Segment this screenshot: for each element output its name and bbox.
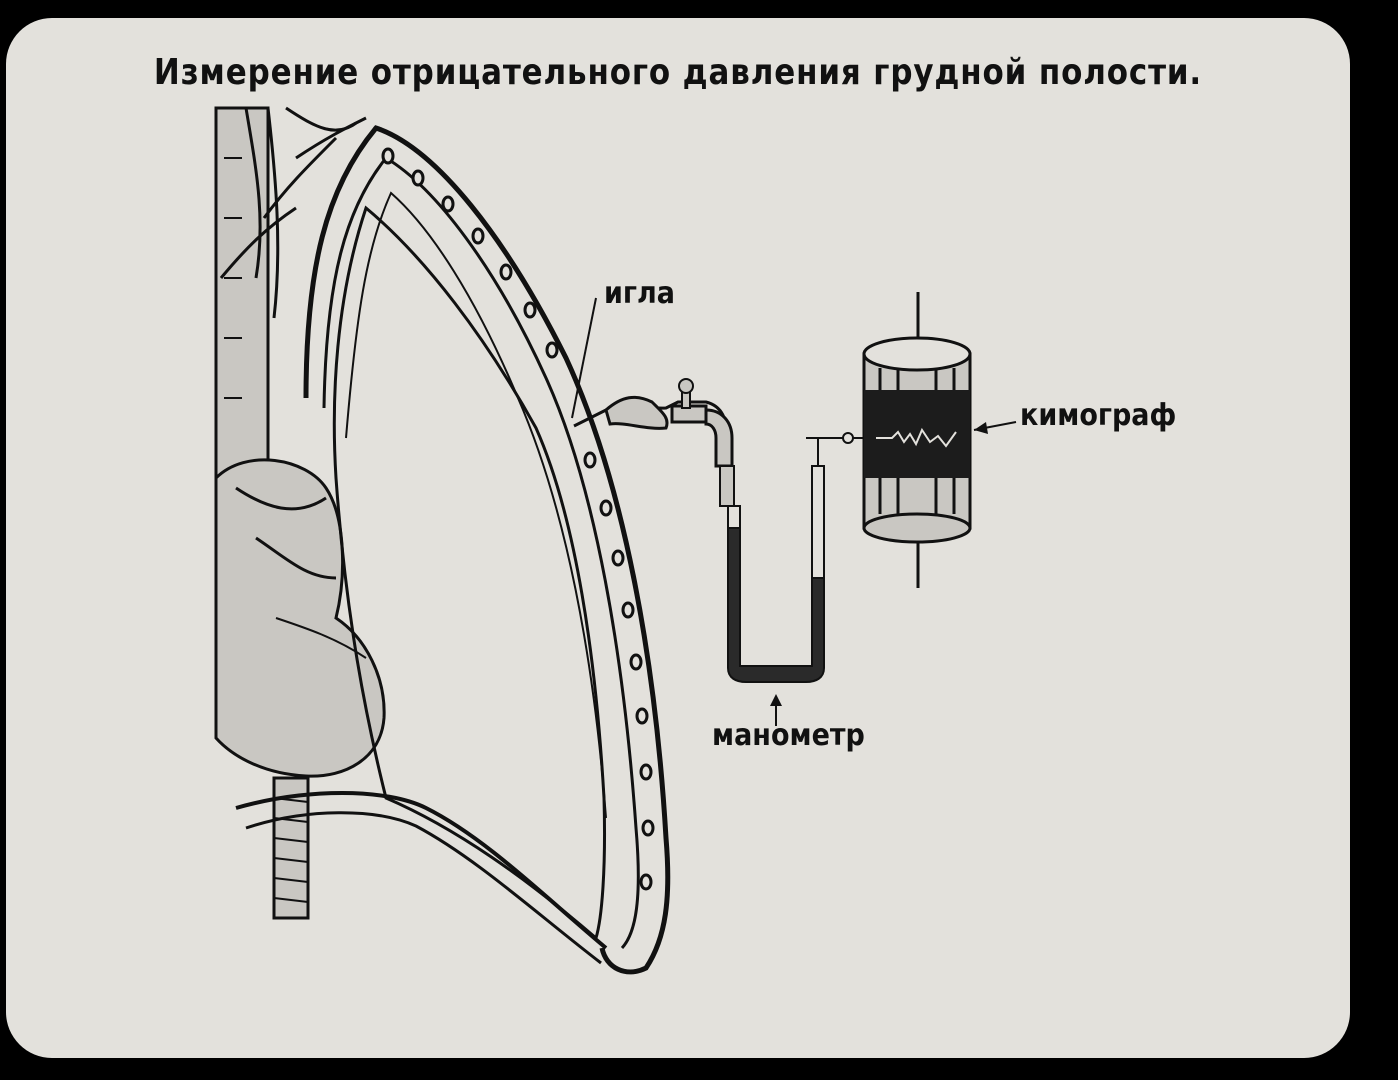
needle-label: игла (604, 276, 676, 311)
lung-outline (332, 205, 607, 941)
chest-wall (303, 125, 671, 975)
manometer-tube (727, 432, 876, 726)
rib-holes (381, 147, 655, 891)
spine (214, 106, 270, 490)
diagram-canvas (214, 106, 1017, 975)
needle-assembly (571, 297, 735, 507)
great-vessels (219, 106, 367, 319)
manometer-label: манометр (712, 718, 865, 753)
kymograph-label: кимограф (1020, 398, 1177, 433)
aorta (272, 776, 310, 920)
kymograph-drum (862, 292, 1017, 588)
heart (214, 458, 386, 778)
slide: Измерение отрицательного давления грудно… (6, 18, 1350, 1058)
slide-title: Измерение отрицательного давления грудно… (153, 52, 1203, 93)
